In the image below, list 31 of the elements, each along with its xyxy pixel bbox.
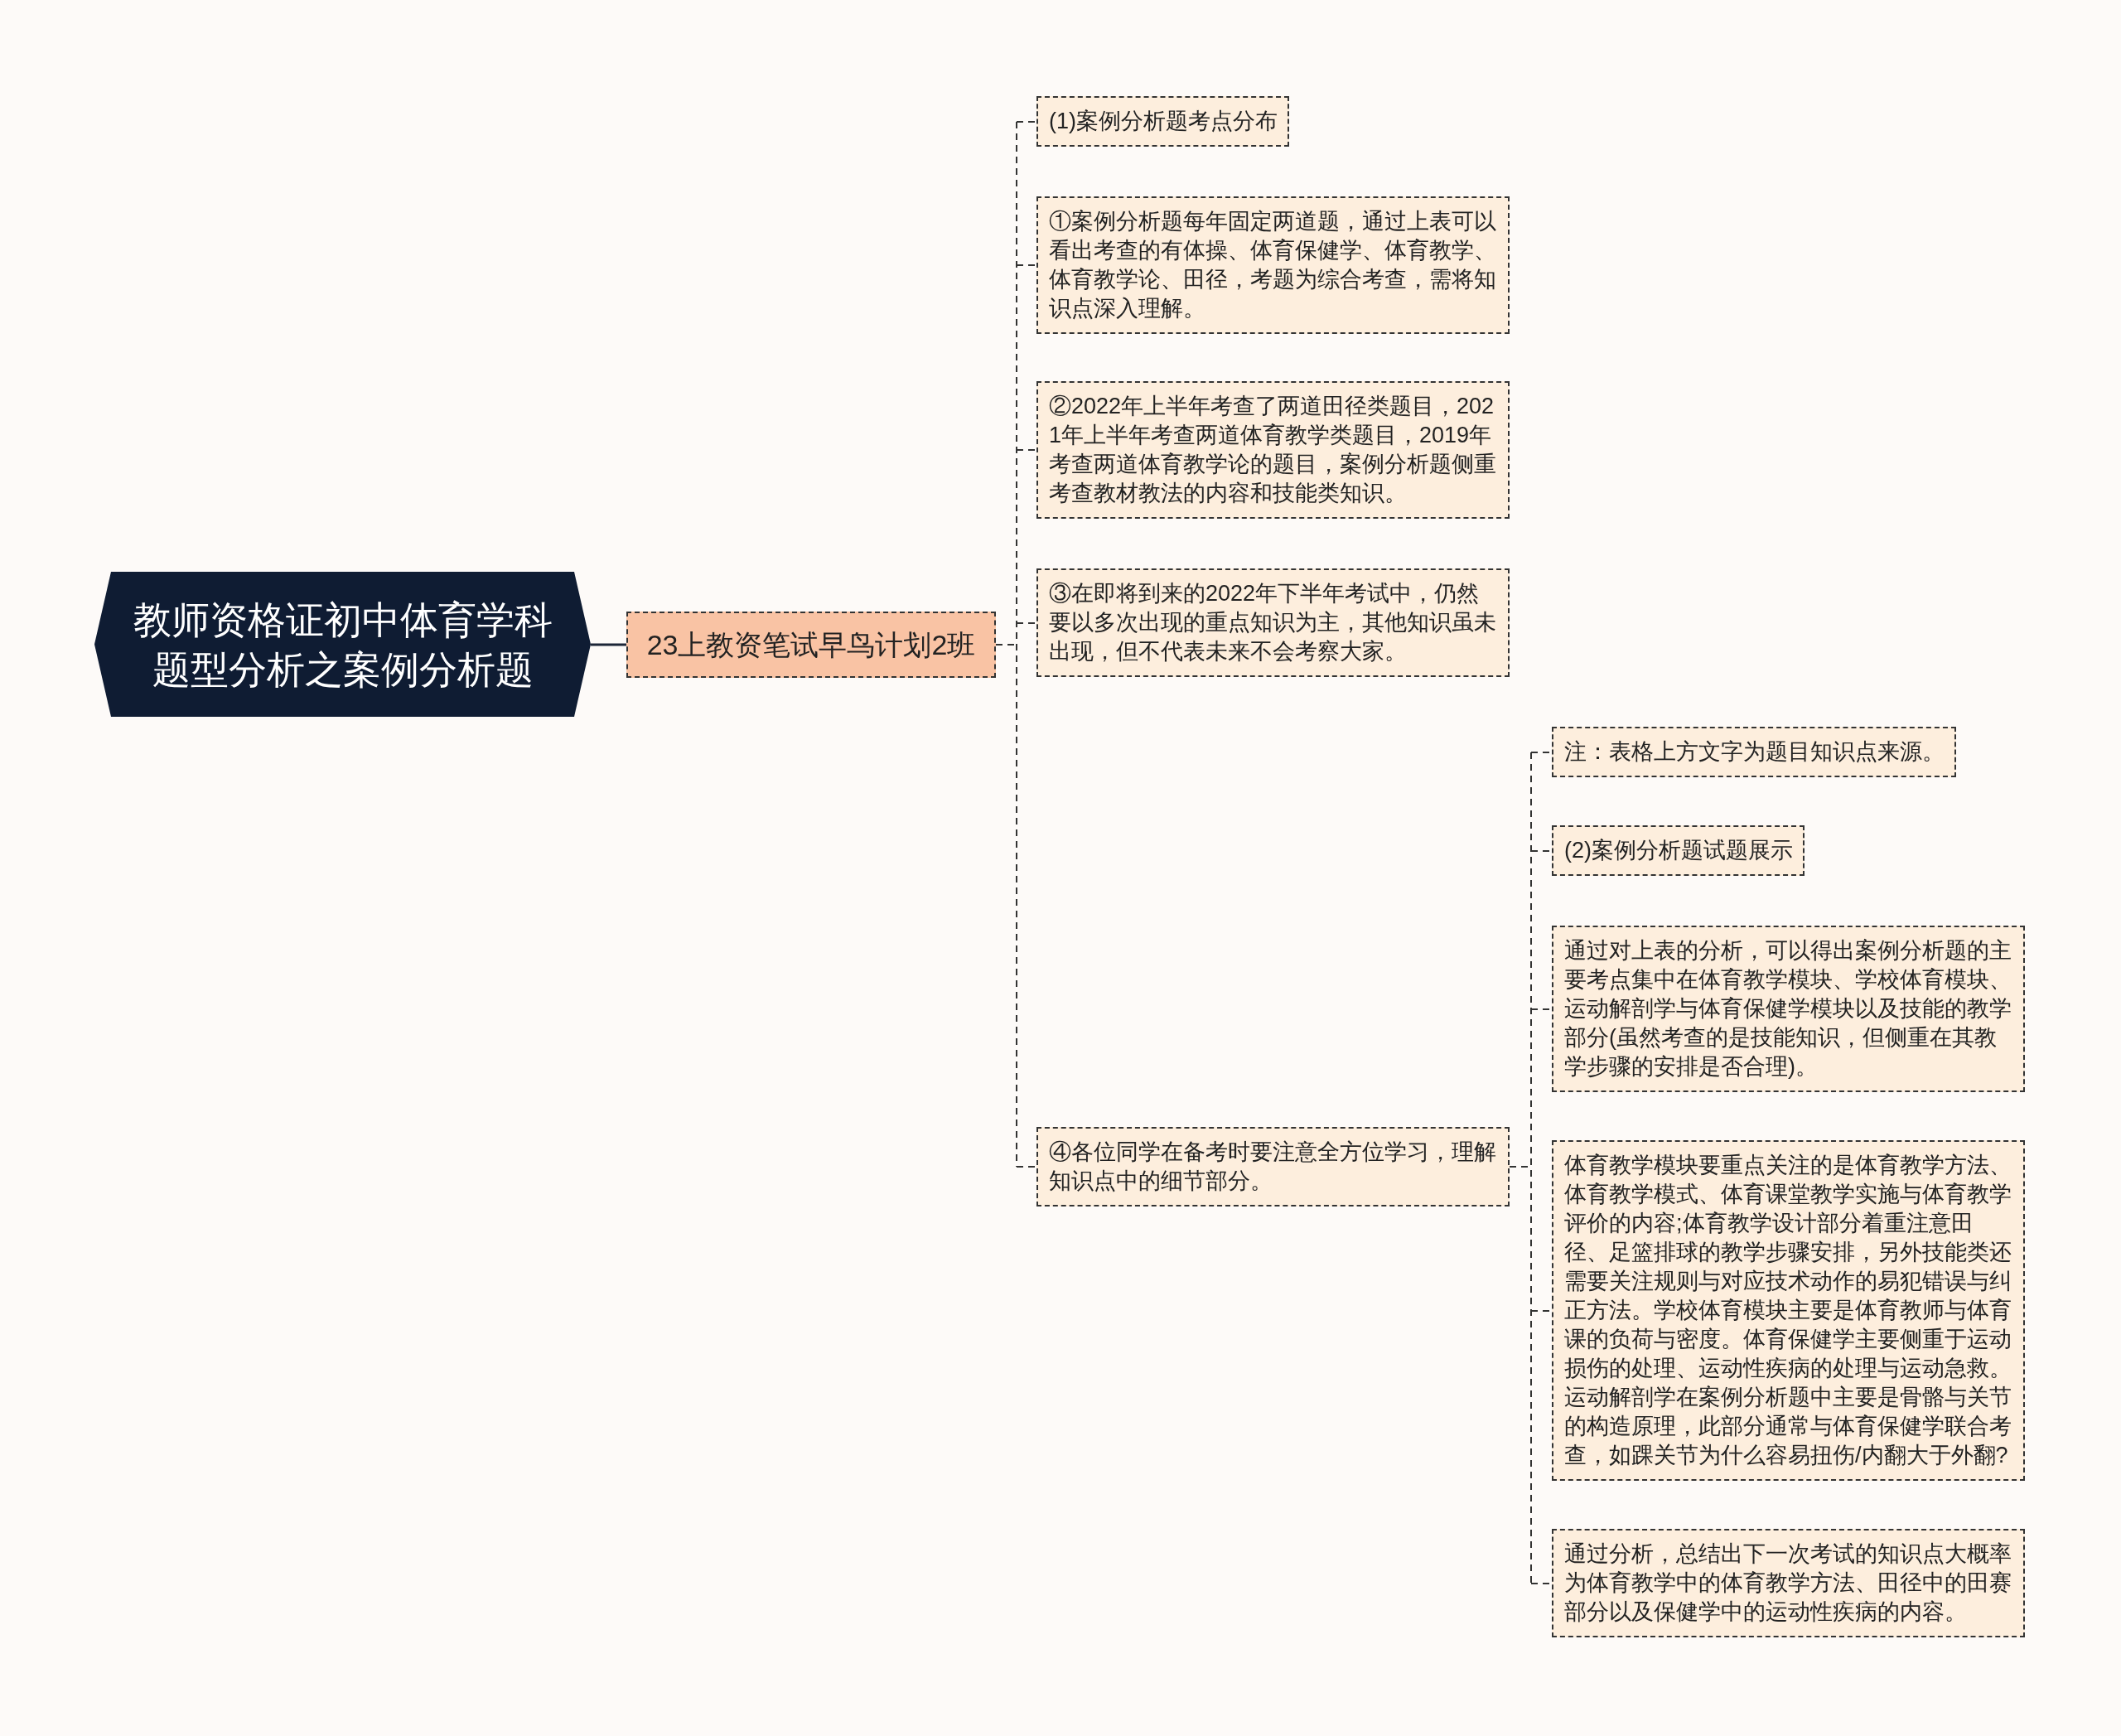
note-box (1036, 381, 1510, 519)
connector-line (591, 643, 626, 646)
note-box (1036, 1127, 1510, 1206)
connector-line (1509, 752, 1532, 1584)
note-box (1552, 727, 1956, 777)
note-text: (2)案例分析题试题展示 (1564, 838, 1793, 863)
note-text: ①案例分析题每年固定两道题，通过上表可以看出考查的有体操、体育保健学、体育教学、体育教学论、田径，考题为综合考查，需将知识点深入理解。 (1049, 209, 1496, 321)
note-box (1036, 568, 1510, 677)
note-text: 通过对上表的分析，可以得出案例分析题的主要考点集中在体育教学模块、学校体育模块、运动解剖学与体育保健学模块以及技能的教学部分(虽然考查的是技能知识，但侧重在其教学步骤的安排是否合理)。 (1564, 938, 2012, 1079)
note-box (1552, 926, 2025, 1092)
note-text: ③在即将到来的2022年下半年考试中，仍然要以多次出现的重点知识为主，其他知识虽未出现，但不代表未来不会考察大家。 (1049, 581, 1496, 664)
note-text: 通过分析，总结出下一次考试的知识点大概率为体育教学中的体育教学方法、田径中的田赛部分以及保健学中的运动性疾病的内容。 (1564, 1541, 2012, 1624)
note-text: 注：表格上方文字为题目知识点来源。 (1564, 739, 1945, 764)
note-box (1552, 1529, 2025, 1637)
note-text: ②2022年上半年考查了两道田径类题目，2021年上半年考查两道体育教学类题目，2019年考查两道体育教学论的题目，案例分析题侧重考查教材教法的内容和技能类知识。 (1049, 394, 1496, 505)
note-box (1036, 196, 1510, 334)
connector-line (1016, 121, 1037, 123)
note-box (1552, 825, 1805, 876)
note-text: ④各位同学在备考时要注意全方位学习，理解知识点中的细节部分。 (1049, 1139, 1496, 1193)
connector-line (1016, 264, 1037, 266)
connector-line (1016, 622, 1037, 624)
branch-topic-box (626, 612, 996, 678)
connector-line (995, 121, 1017, 1168)
connector-line (1016, 449, 1037, 451)
connector-line (1016, 1166, 1037, 1168)
note-box (1036, 96, 1289, 147)
topic-title: 教师资格证初中体育学科题型分析之案例分析题 (132, 597, 553, 693)
note-text: (1)案例分析题考点分布 (1049, 109, 1278, 133)
central-topic-hexagon (94, 572, 591, 717)
note-text: 体育教学模块要重点关注的是体育教学方法、体育教学模式、体育课堂教学实施与体育教学评价的内容;体育教学设计部分着重注意田径、足篮排球的教学步骤安排，另外技能类还需要关注规则与对应技术动作的易犯错误与纠正方法。学校体育模块主要是体育教师与体育课的负荷与密度。体育保健学主要侧重于运动损伤的处理、运动性疾病的处理与运动急救。运动解剖学在案例分析题中主要是骨骼与关节的构造原理，此部分通常与体育保健学联合考查，如踝关节为什么容易扭伤/内翻大于外翻? (1564, 1153, 2012, 1468)
topic-text: 23上教资笔试早鸟计划2班 (646, 628, 976, 661)
